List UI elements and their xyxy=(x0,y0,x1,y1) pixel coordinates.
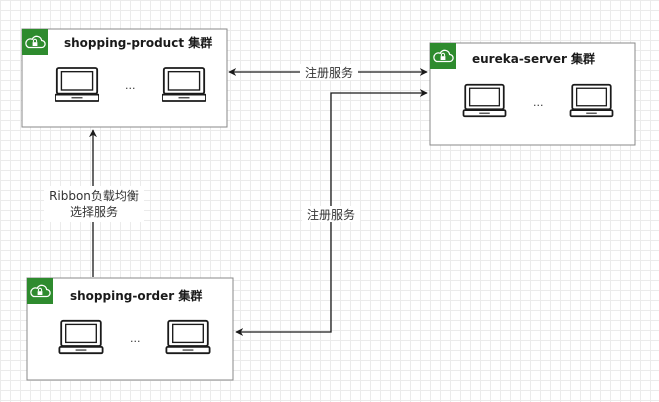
cloud-lock-icon xyxy=(27,278,53,304)
cluster-shopping-order-title: shopping-order 集群 xyxy=(70,288,202,303)
edge-order-eureka-label: 注册服务 xyxy=(307,207,355,222)
edge-order-eureka: 注册服务 xyxy=(235,89,428,336)
edge-order-product-label-line2: 选择服务 xyxy=(70,204,118,219)
computer-icon xyxy=(569,83,614,118)
computer-icon xyxy=(58,319,104,355)
cluster-eureka-server-title: eureka-server 集群 xyxy=(472,51,595,66)
edge-order-product: Ribbon负载均衡 选择服务 xyxy=(44,129,144,277)
edge-product-eureka: 注册服务 xyxy=(228,64,428,80)
ellipsis: ... xyxy=(130,332,141,345)
ellipsis: ... xyxy=(125,79,136,92)
computer-icon xyxy=(55,67,99,102)
cloud-lock-icon xyxy=(430,43,456,69)
edge-label-background xyxy=(300,64,358,80)
edge-label-background xyxy=(44,186,144,222)
cluster-shopping-product: shopping-product 集群 ... xyxy=(21,28,228,128)
cluster-shopping-product-title: shopping-product 集群 xyxy=(64,35,212,50)
edge-order-product-label-line1: Ribbon负载均衡 xyxy=(49,189,139,203)
computer-icon xyxy=(462,83,507,118)
edge-label-background xyxy=(302,206,360,222)
computer-icon xyxy=(162,67,206,102)
computer-icon xyxy=(165,319,211,355)
ellipsis: ... xyxy=(533,96,544,109)
cloud-lock-icon xyxy=(22,29,48,55)
cluster-eureka-server: eureka-server 集群 ... xyxy=(429,42,636,146)
cluster-shopping-order: shopping-order 集群 ... xyxy=(26,277,234,381)
edge-product-eureka-label: 注册服务 xyxy=(305,65,353,80)
